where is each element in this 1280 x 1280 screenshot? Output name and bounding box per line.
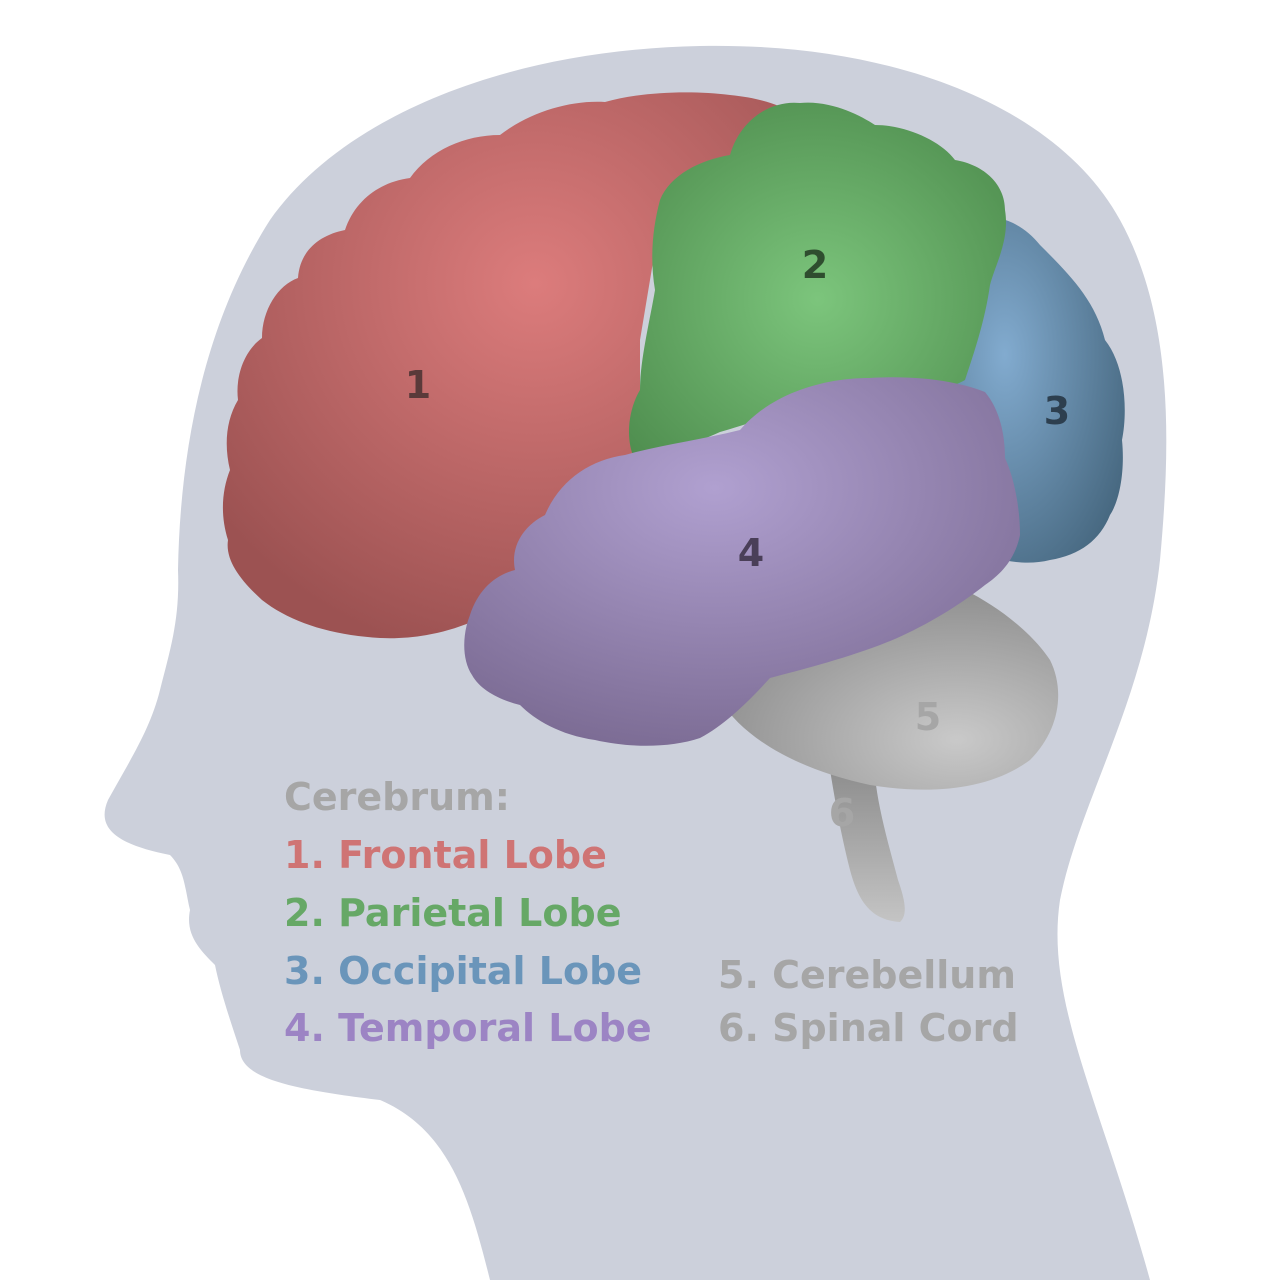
legend-item-spinal-cord: 6. Spinal Cord <box>718 1006 1019 1050</box>
legend-item-cerebellum: 5. Cerebellum <box>718 953 1016 997</box>
temporal-lobe-number: 4 <box>738 531 764 575</box>
legend-item-frontal: 1. Frontal Lobe <box>284 833 607 877</box>
parietal-lobe-number: 2 <box>802 243 828 287</box>
cerebellum-number: 5 <box>915 695 941 739</box>
parietal-lobe-shape <box>628 102 1007 460</box>
spinal-cord-shape <box>830 770 905 922</box>
spinal-cord-number: 6 <box>829 791 855 835</box>
frontal-lobe-number: 1 <box>405 363 431 407</box>
legend-heading: Cerebrum: <box>284 775 510 819</box>
legend: Cerebrum: 1. Frontal Lobe 2. Parietal Lo… <box>284 775 1019 1050</box>
legend-item-parietal: 2. Parietal Lobe <box>284 891 621 935</box>
legend-item-occipital: 3. Occipital Lobe <box>284 949 642 993</box>
occipital-lobe-number: 3 <box>1044 389 1070 433</box>
cerebellum-shape <box>720 590 1059 790</box>
frontal-lobe-shape <box>222 92 790 639</box>
legend-item-temporal: 4. Temporal Lobe <box>284 1006 652 1050</box>
temporal-lobe-shape <box>464 377 1020 746</box>
